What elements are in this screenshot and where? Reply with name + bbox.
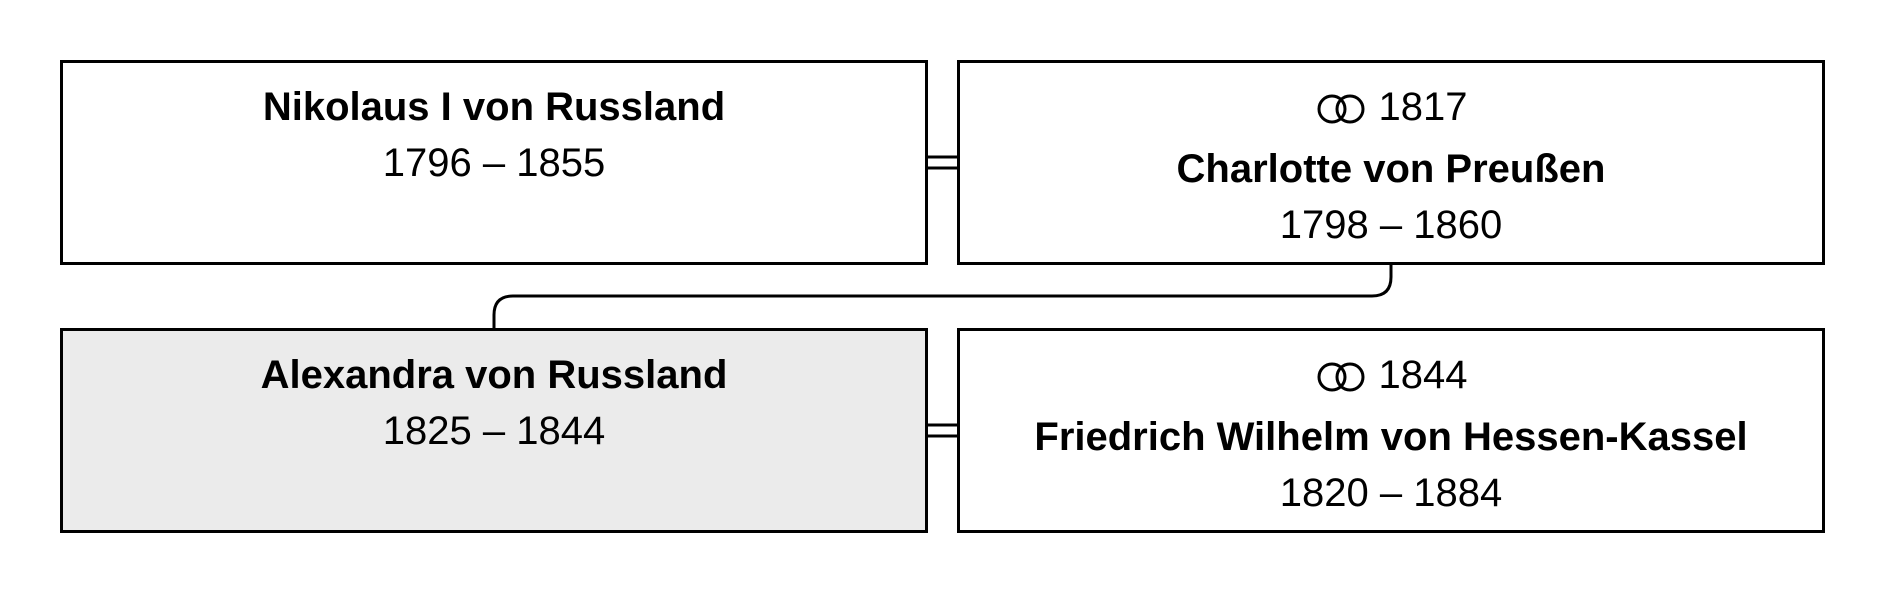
person-box-friedrich[interactable]: 1844 Friedrich Wilhelm von Hessen-Kassel…	[957, 328, 1825, 533]
parent-child-connector	[492, 265, 1393, 328]
rings-icon	[1315, 85, 1369, 141]
rings-icon	[1315, 353, 1369, 409]
person-name: Alexandra von Russland	[260, 353, 728, 397]
person-dates: 1825 – 1844	[382, 409, 606, 453]
marriage-year: 1844	[1378, 353, 1468, 397]
marriage-info: 1844	[960, 347, 1822, 409]
marriage-year: 1817	[1378, 85, 1468, 129]
person-name: Charlotte von Preußen	[1176, 147, 1606, 191]
marriage-info: 1817	[960, 79, 1822, 141]
person-dates: 1796 – 1855	[382, 141, 606, 185]
marriage-connector-bottom	[928, 423, 957, 438]
person-box-charlotte[interactable]: 1817 Charlotte von Preußen 1798 – 1860	[957, 60, 1825, 265]
person-name: Nikolaus I von Russland	[262, 85, 726, 129]
marriage-connector-top	[928, 155, 957, 170]
person-dates: 1798 – 1860	[1279, 203, 1503, 247]
person-dates: 1820 – 1884	[1279, 471, 1503, 515]
person-name: Friedrich Wilhelm von Hessen-Kassel	[1034, 415, 1748, 459]
person-box-alexandra[interactable]: Alexandra von Russland 1825 – 1844	[60, 328, 928, 533]
person-box-nikolaus[interactable]: Nikolaus I von Russland 1796 – 1855	[60, 60, 928, 265]
